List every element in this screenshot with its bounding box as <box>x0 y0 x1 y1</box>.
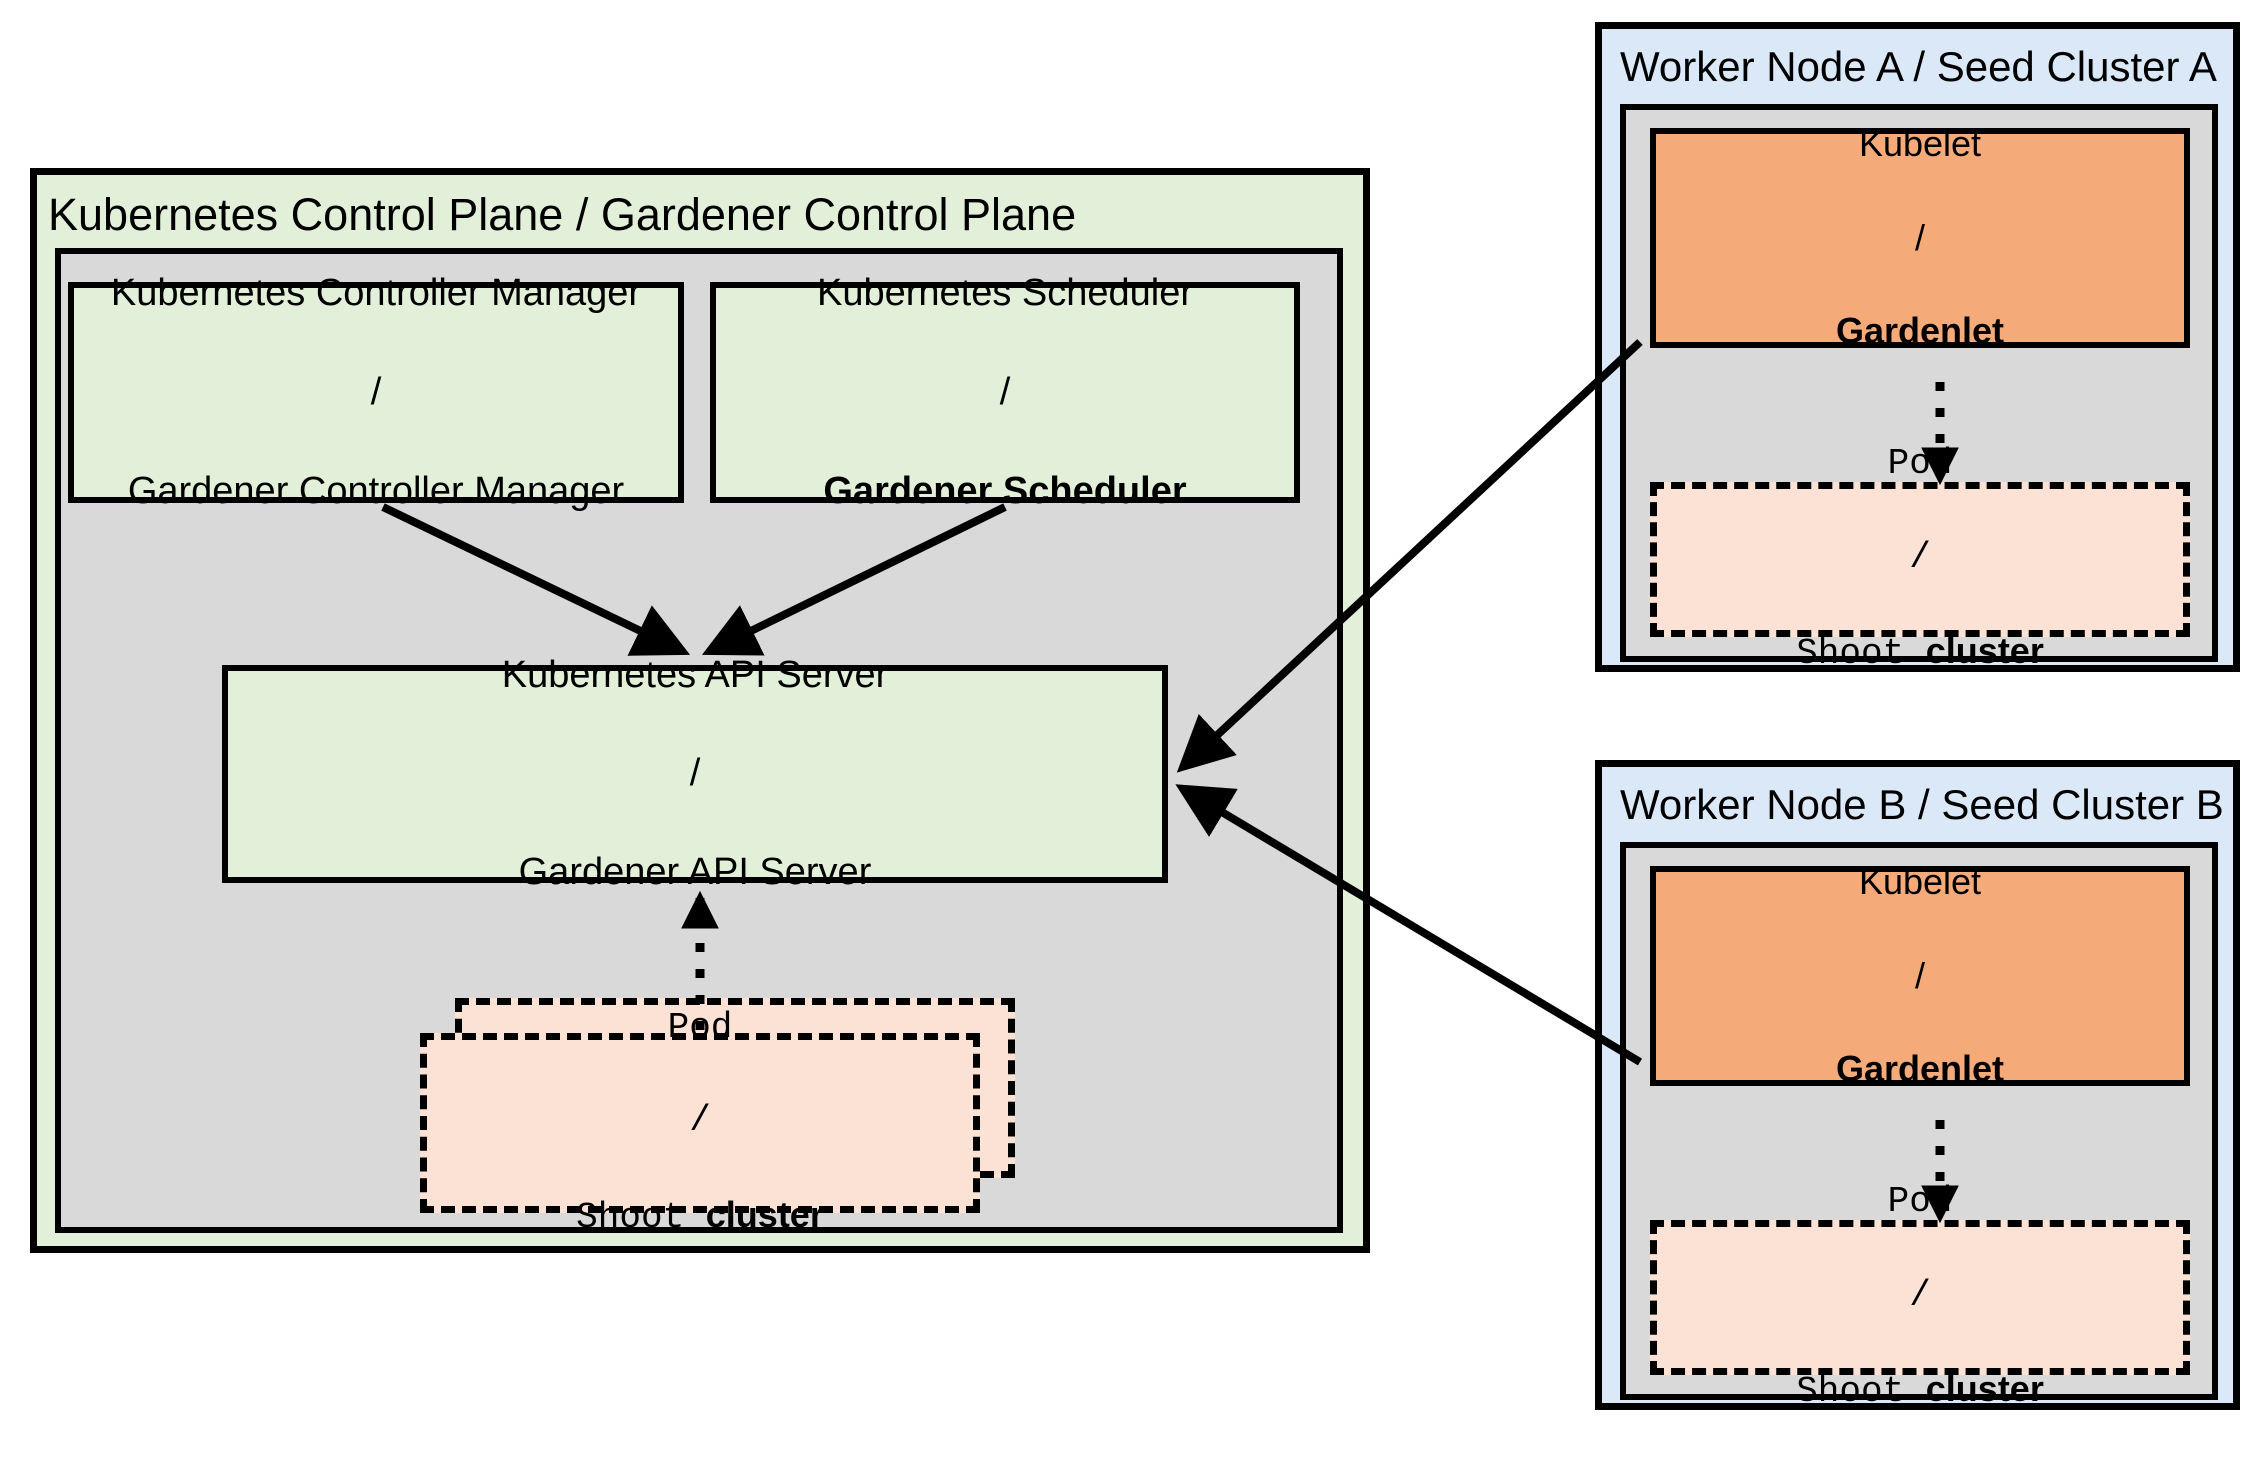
api-server-line2: Gardener API Server <box>518 851 872 894</box>
kubelet-b-line1: Kubelet <box>1858 861 1982 903</box>
kubelet-gardenlet-a-box[interactable]: Kubelet / Gardenlet <box>1650 123 2190 351</box>
kubernetes-api-server-box[interactable]: Kubernetes API Server / Gardener API Ser… <box>222 654 1168 893</box>
kubernetes-scheduler-box[interactable]: Kubernetes Scheduler / Gardener Schedule… <box>710 272 1300 512</box>
seed-cluster-b-title: Worker Node B / Seed Cluster B <box>1620 781 2224 828</box>
scheduler-label: Kubernetes Scheduler / Gardener Schedule… <box>817 220 1193 566</box>
kubelet-a-label: Kubelet / Gardenlet <box>1836 74 2004 402</box>
pod-b-cluster-text: cluster <box>1925 1368 2044 1410</box>
kubelet-gardenlet-b-box[interactable]: Kubelet / Gardenlet <box>1650 861 2190 1089</box>
kubernetes-controller-manager-box[interactable]: Kubernetes Controller Manager / Gardener… <box>68 272 684 512</box>
kubelet-b-label: Kubelet / Gardenlet <box>1836 812 2004 1140</box>
pod-a-shoot-text: Shoot <box>1796 633 1926 675</box>
kubelet-b-line2: Gardenlet <box>1835 1048 2005 1090</box>
api-server-line1: Kubernetes API Server <box>501 653 889 696</box>
control-plane-pod-cluster-text: cluster <box>705 1193 824 1235</box>
kubelet-a-line1: Kubelet <box>1858 123 1982 165</box>
control-plane-pod-line1: Pod <box>667 1006 733 1048</box>
seed-cluster-a-title: Worker Node A / Seed Cluster A <box>1620 43 2217 90</box>
pod-b-shoot-text: Shoot <box>1796 1371 1926 1413</box>
scheduler-separator: / <box>999 370 1011 413</box>
scheduler-line2: Gardener Scheduler <box>823 469 1187 512</box>
pod-b-line2: Shoot cluster <box>1796 1366 2044 1416</box>
control-plane-pod-shoot-text: Shoot <box>576 1196 706 1238</box>
seed-cluster-b-pod-box[interactable]: Pod / Shoot cluster <box>1650 1181 2190 1412</box>
control-plane-pod-label: Pod / Shoot cluster <box>576 958 824 1289</box>
pod-a-label: Pod / Shoot cluster <box>1796 394 2044 725</box>
controller-manager-label: Kubernetes Controller Manager / Gardener… <box>111 220 641 566</box>
control-plane-pod-line2: Shoot cluster <box>576 1192 824 1242</box>
controller-manager-line1: Kubernetes Controller Manager <box>110 272 642 315</box>
pod-a-separator: / <box>1909 536 1931 578</box>
controller-manager-line2: Gardener Controller Manager <box>127 469 625 512</box>
control-plane-title: Kubernetes Control Plane / Gardener Cont… <box>48 189 1077 240</box>
api-server-label: Kubernetes API Server / Gardener API Ser… <box>502 601 889 947</box>
kubelet-a-line2: Gardenlet <box>1835 310 2005 352</box>
control-plane-pod-box[interactable]: Pod / Shoot cluster <box>420 1007 980 1238</box>
control-plane-pod-separator: / <box>689 1100 711 1142</box>
pod-b-label: Pod / Shoot cluster <box>1796 1132 2044 1463</box>
kubelet-b-separator: / <box>1914 954 1925 996</box>
pod-b-line1: Pod <box>1887 1181 1953 1223</box>
controller-manager-separator: / <box>370 370 382 413</box>
pod-a-cluster-text: cluster <box>1925 630 2044 672</box>
api-server-separator: / <box>689 752 701 795</box>
pod-b-separator: / <box>1909 1274 1931 1316</box>
seed-cluster-a-pod-box[interactable]: Pod / Shoot cluster <box>1650 443 2190 674</box>
kubelet-a-separator: / <box>1914 216 1925 258</box>
pod-a-line2: Shoot cluster <box>1796 628 2044 678</box>
pod-a-line1: Pod <box>1887 443 1953 485</box>
scheduler-line1: Kubernetes Scheduler <box>816 272 1194 315</box>
